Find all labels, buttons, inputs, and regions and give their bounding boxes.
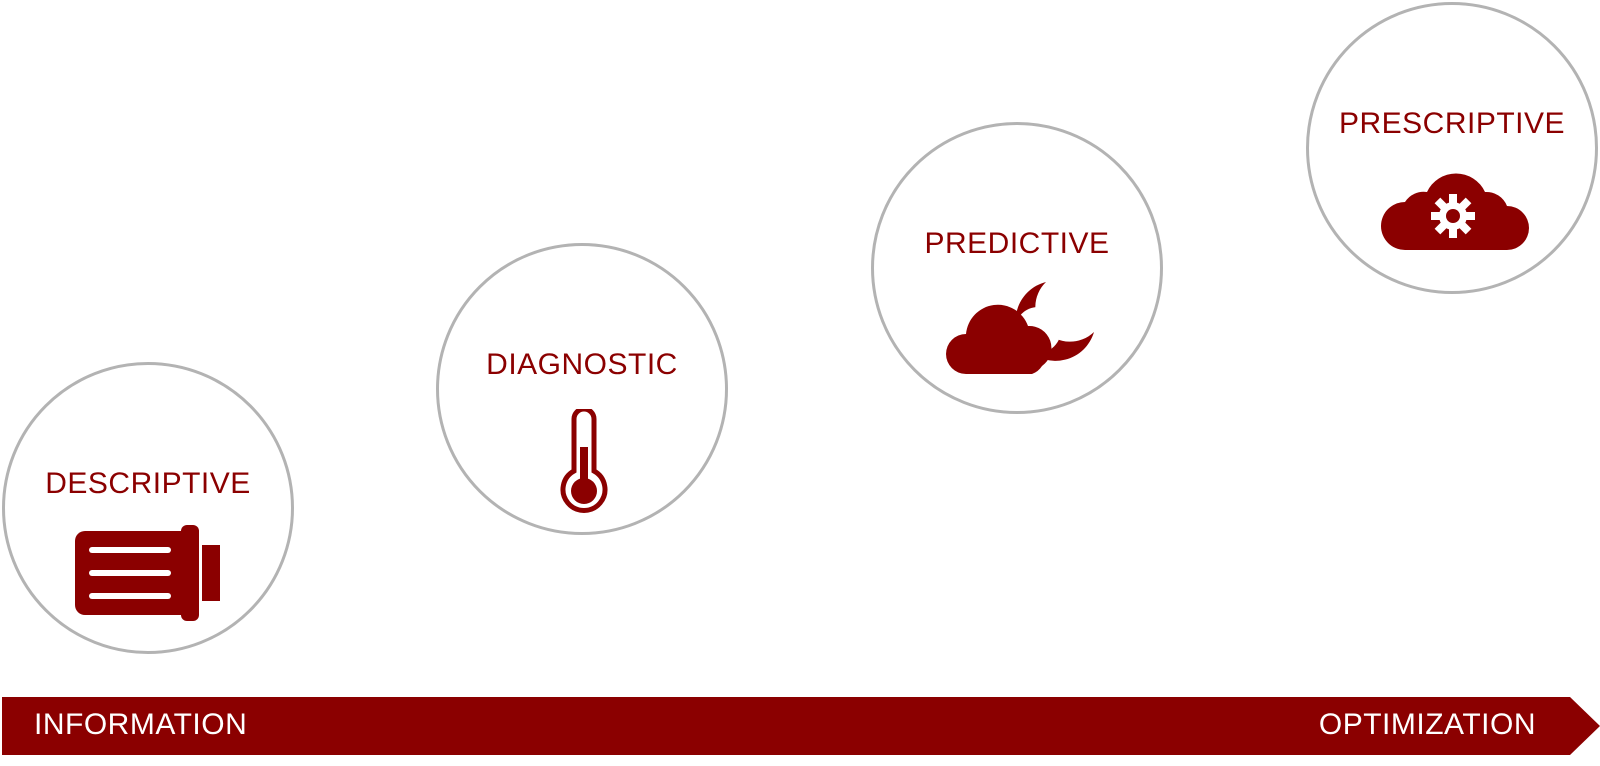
cloud-gear-icon bbox=[1381, 173, 1529, 250]
stage-prescriptive-label: PRESCRIPTIVE bbox=[1338, 107, 1566, 140]
stage-predictive-label: PREDICTIVE bbox=[924, 227, 1110, 260]
arrow-shape bbox=[2, 697, 1600, 755]
stage-descriptive: DESCRIPTIVE bbox=[2, 362, 294, 654]
information-optimization-arrow: INFORMATION OPTIMIZATION bbox=[2, 697, 1600, 755]
axis-start-label: INFORMATION bbox=[34, 708, 248, 741]
axis-end-label: OPTIMIZATION bbox=[1318, 708, 1536, 741]
memory-card-icon bbox=[75, 525, 220, 621]
stage-prescriptive: PRESCRIPTIVE bbox=[1306, 2, 1598, 294]
stage-predictive: PREDICTIVE bbox=[871, 122, 1163, 414]
stage-diagnostic: DIAGNOSTIC bbox=[436, 243, 728, 535]
stage-diagnostic-label: DIAGNOSTIC bbox=[486, 348, 678, 381]
cloud-moon-icon bbox=[946, 282, 1094, 374]
thermometer-icon bbox=[560, 409, 608, 513]
stage-descriptive-label: DESCRIPTIVE bbox=[45, 467, 251, 500]
